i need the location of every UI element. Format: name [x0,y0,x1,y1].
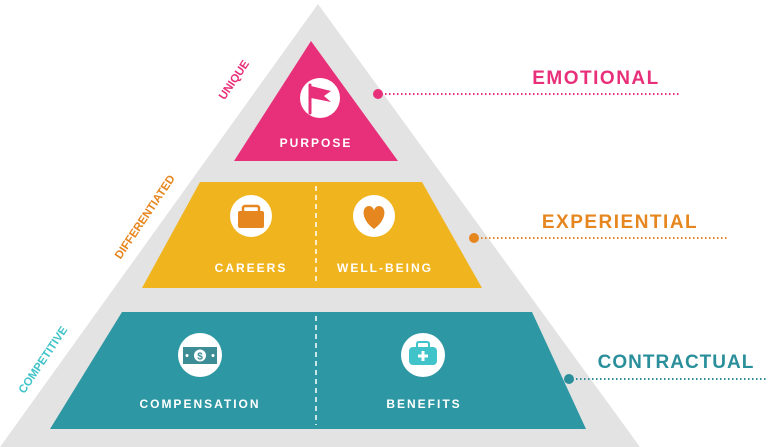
callout-contractual-label: CONTRACTUAL [598,352,755,373]
callout-experiential: EXPERIENTIAL [469,212,728,243]
tier-middle [142,182,482,288]
careers-label: CAREERS [215,261,288,275]
benefits-label: BENEFITS [386,397,461,411]
money-icon: $ [178,333,222,377]
callout-contractual: CONTRACTUAL [564,352,766,384]
callout-experiential-label: EXPERIENTIAL [542,212,698,233]
tier-bottom [50,312,586,429]
compensation-label: COMPENSATION [139,397,260,411]
side-label-unique: UNIQUE [217,58,252,102]
flag-icon [300,78,340,118]
callout-emotional: EMOTIONAL [373,68,680,99]
briefcase-icon [230,195,272,237]
medical-bag-icon [401,333,445,377]
heart-icon [353,195,395,237]
purpose-label: PURPOSE [280,136,353,150]
well-being-label: WELL-BEING [337,261,433,275]
svg-text:$: $ [197,352,203,363]
callout-emotional-label: EMOTIONAL [532,68,660,89]
